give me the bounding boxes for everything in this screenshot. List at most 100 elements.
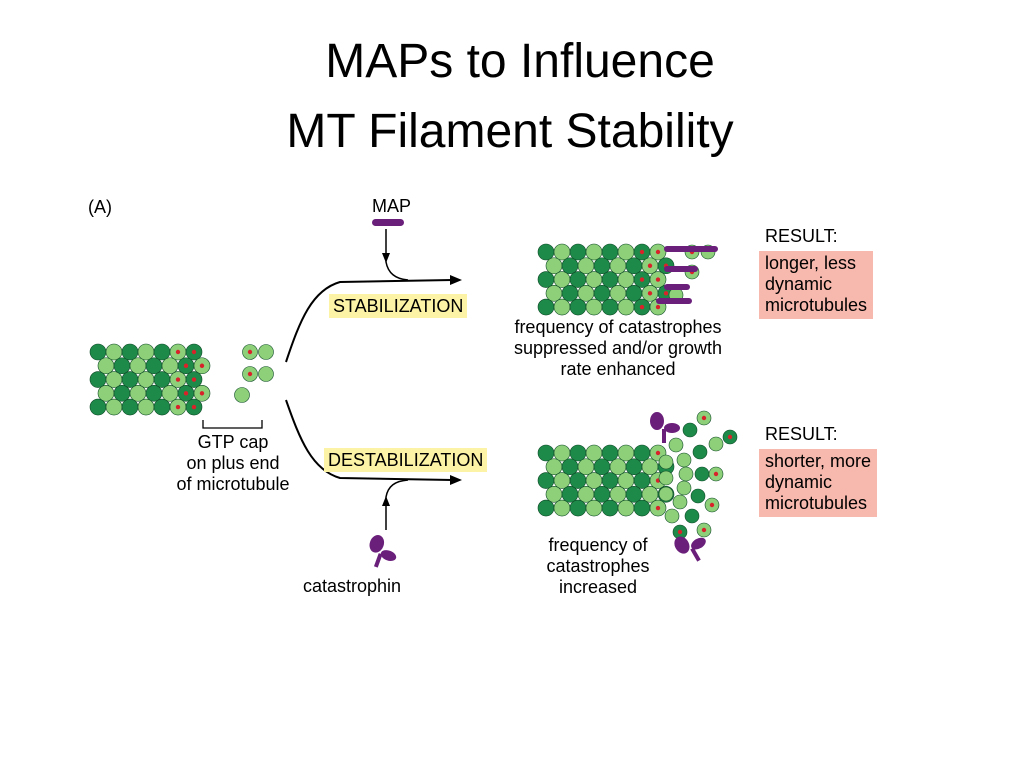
result-text-line: microtubules: [765, 295, 868, 315]
gtp-cap-caption: GTP cap on plus end of microtubule: [158, 432, 308, 495]
tubulin-subunit: [569, 271, 587, 288]
tubulin-subunit: [537, 499, 555, 517]
tubulin-subunit: [684, 508, 700, 524]
gtp-marker: [701, 527, 707, 533]
tubulin-subunit: [137, 343, 155, 361]
tubulin-subunit: [668, 437, 684, 453]
tubulin-subunit: [545, 257, 563, 275]
tubulin-subunit: [609, 257, 627, 275]
tubulin-subunit: [89, 398, 107, 416]
gtp-marker: [647, 263, 653, 268]
tubulin-subunit: [234, 387, 250, 403]
tubulin-subunit: [601, 243, 619, 261]
map-protein-icon: [372, 219, 404, 226]
tubulin-subunit: [561, 458, 579, 476]
result-text-line: shorter, more: [765, 451, 872, 471]
tubulin-subunit: [617, 472, 635, 489]
tubulin-subunit: [609, 485, 627, 503]
tubulin-subunit: [97, 357, 115, 375]
tubulin-subunit: [633, 499, 651, 517]
gtp-marker: [655, 249, 661, 255]
tubulin-subunit: [609, 458, 627, 476]
tubulin-subunit: [153, 398, 171, 416]
tubulin-subunit: [569, 499, 587, 517]
tubulin-subunit: [537, 444, 555, 462]
catastrophin-label: catastrophin: [303, 576, 402, 596]
tubulin-subunit: [121, 398, 139, 416]
tubulin-subunit: [593, 458, 611, 476]
tubulin-subunit: [708, 436, 724, 452]
tubulin-subunit: [113, 384, 131, 402]
tubulin-subunit: [137, 371, 155, 388]
tubulin-subunit: [89, 343, 107, 361]
tubulin-subunit: [682, 422, 698, 438]
gtp-marker: [247, 349, 253, 355]
tubulin-subunit: [145, 357, 163, 375]
tubulin-subunit: [625, 458, 643, 476]
tubulin-subunit: [633, 444, 651, 462]
tubulin-subunit: [537, 298, 555, 316]
tubulin-subunit: [145, 384, 163, 402]
tubulin-subunit: [609, 284, 627, 302]
tubulin-subunit: [625, 284, 643, 302]
stabilization-caption-line: rate enhanced: [560, 359, 676, 379]
gtp-marker: [663, 291, 669, 296]
tubulin-subunit: [97, 384, 115, 402]
gtp-marker: [175, 349, 181, 355]
destabilization-caption: frequency of catastrophes increased: [516, 535, 680, 598]
tubulin-subunit: [601, 298, 619, 316]
tubulin-subunit: [553, 271, 571, 288]
catastrophin-protein-icon: [674, 536, 706, 562]
gtp-marker: [199, 391, 205, 396]
tubulin-subunit: [601, 444, 619, 462]
stabilization-arrowhead: [450, 275, 462, 285]
tubulin-subunit: [593, 284, 611, 302]
gtp-cap-bracket: [202, 420, 263, 429]
tubulin-subunit: [664, 508, 680, 524]
tubulin-subunit: [137, 398, 155, 416]
tubulin-subunit: [585, 444, 603, 462]
tubulin-subunit: [593, 257, 611, 275]
tubulin-subunit: [658, 470, 674, 486]
page-title-line-2: MT Filament Stability: [286, 105, 734, 158]
tubulin-subunit: [585, 298, 603, 316]
catastrophin-input-arrowhead: [382, 496, 390, 506]
gtp-marker: [175, 404, 181, 410]
tubulin-subunit: [121, 343, 139, 361]
stabilization-arrow: [285, 279, 453, 363]
tubulin-subunit: [545, 284, 563, 302]
gtp-marker: [247, 371, 253, 377]
tubulin-subunit: [601, 499, 619, 517]
tubulin-subunit: [561, 485, 579, 503]
gtp-marker: [677, 529, 683, 535]
tubulin-subunit: [105, 371, 123, 388]
gtp-marker: [191, 349, 197, 355]
gtp-cap-caption-line: of microtubule: [176, 474, 290, 494]
tubulin-subunit: [692, 444, 708, 460]
stabilization-label: STABILIZATION: [329, 294, 468, 318]
tubulin-subunit: [537, 271, 555, 288]
gtp-marker: [183, 363, 189, 368]
tubulin-subunit: [129, 357, 147, 375]
tubulin-subunit: [553, 298, 571, 316]
tubulin-subunit: [617, 444, 635, 462]
gtp-marker: [713, 471, 719, 477]
tubulin-subunit: [577, 485, 595, 503]
stabilization-caption-line: frequency of catastrophes: [514, 317, 722, 337]
gtp-marker: [655, 277, 661, 282]
tubulin-subunit: [678, 466, 694, 482]
gtp-cap-caption-line: GTP cap: [197, 432, 269, 452]
destabilized-microtubule: [537, 410, 738, 562]
map-input-arrowhead: [382, 253, 390, 263]
destabilization-caption-line: increased: [558, 577, 638, 597]
gtp-marker: [639, 277, 645, 282]
tubulin-subunit: [585, 499, 603, 517]
destabilization-caption-line: catastrophes: [546, 556, 650, 576]
stabilization-caption: frequency of catastrophes suppressed and…: [486, 317, 750, 380]
tubulin-subunit: [258, 344, 274, 360]
map-protein-icon: [664, 246, 718, 252]
gtp-marker: [639, 249, 645, 255]
tubulin-subunit: [694, 466, 710, 482]
tubulin-subunit: [553, 499, 571, 517]
result-box-destabilization: shorter, more dynamic microtubules: [759, 449, 878, 517]
